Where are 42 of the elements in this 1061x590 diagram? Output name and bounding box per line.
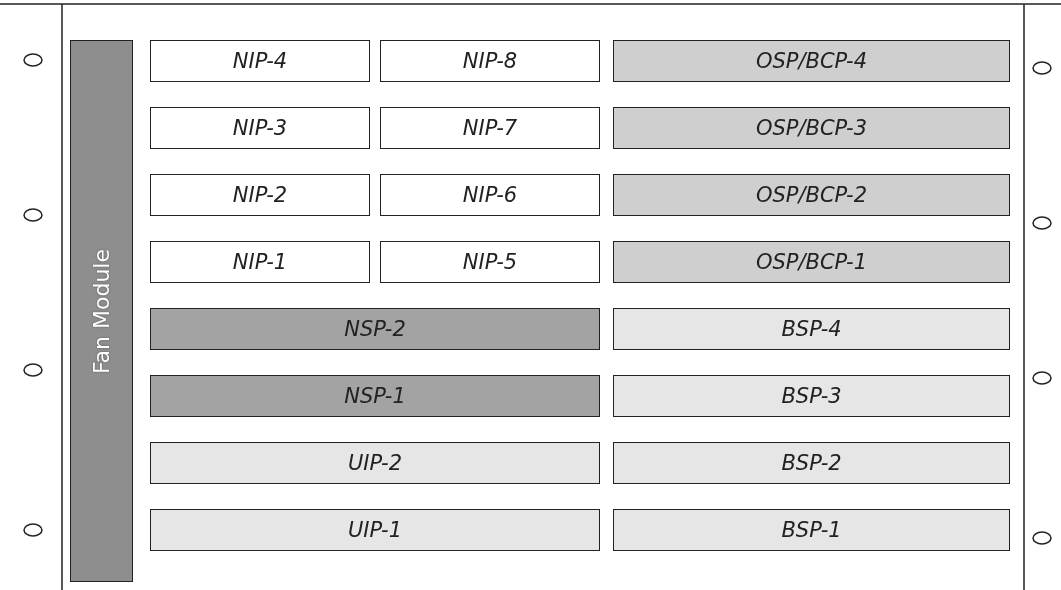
slot-card [150,442,600,484]
slot-card [150,40,370,82]
slot-label: OSP/BCP-2 [755,183,868,207]
slot-card [613,40,1010,82]
slot-label: BSP-1 [781,518,842,542]
slot-label: OSP/BCP-4 [755,49,868,73]
slot-label: NIP-4 [232,49,288,73]
slot-label: OSP/BCP-3 [755,116,868,140]
slot-label: BSP-4 [781,317,842,341]
slot-card [613,375,1010,417]
slot-card [150,509,600,551]
slot-label: NIP-1 [232,250,288,274]
slot-label: OSP/BCP-1 [755,250,868,274]
slot-label: NSP-2 [344,317,406,341]
slot-card [150,375,600,417]
slot-card [613,241,1010,283]
slot-label: UIP-2 [348,451,402,475]
slot-label: NSP-1 [344,384,406,408]
slot-card [150,107,370,149]
slot-card [150,174,370,216]
slot-card [150,308,600,350]
slot-label: NIP-6 [462,183,518,207]
slot-card [150,241,370,283]
slot-label: BSP-2 [781,451,842,475]
slot-card [380,174,600,216]
slot-label: NIP-8 [462,49,518,73]
slot-card [380,241,600,283]
slot-card [613,509,1010,551]
slot-label: BSP-3 [781,384,842,408]
slot-label: NIP-2 [232,183,288,207]
module-label: Fan Module [89,248,114,374]
slot-label: NIP-7 [462,116,518,140]
slot-card [380,40,600,82]
slot-card [613,442,1010,484]
slot-label: NIP-5 [462,250,518,274]
slot-card [613,308,1010,350]
fan-module-panel [70,40,133,582]
slot-label: NIP-3 [232,116,288,140]
slot-card [380,107,600,149]
slot-card [613,174,1010,216]
slot-label: UIP-1 [348,518,402,542]
slot-card [613,107,1010,149]
